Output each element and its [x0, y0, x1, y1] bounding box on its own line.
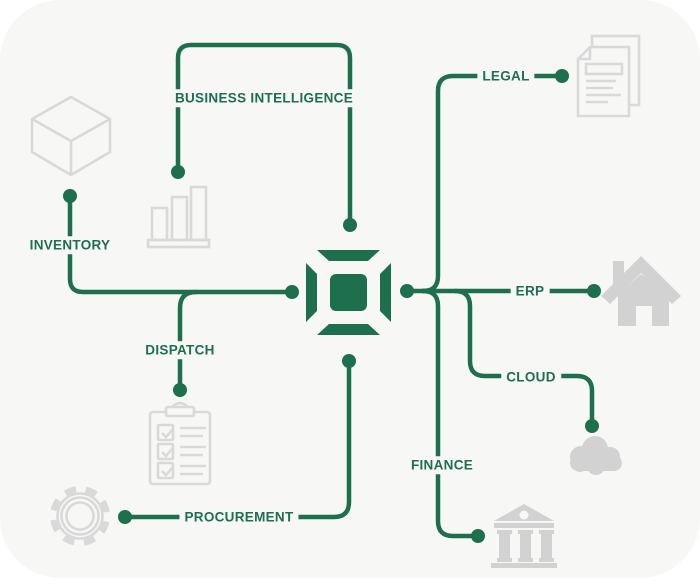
node-label-dispatch: DISPATCH	[140, 341, 220, 359]
connector-finance	[420, 288, 481, 539]
connector-inventory	[67, 193, 295, 295]
clipboard-checklist-icon	[148, 401, 212, 486]
dot-hub-left	[285, 285, 299, 299]
documents-icon	[576, 34, 641, 118]
node-label-business-intelligence: BUSINESS INTELLIGENCE	[169, 89, 359, 107]
connector-cloud	[452, 288, 595, 429]
dot-legal	[555, 69, 569, 83]
dot-hub-bottom	[342, 354, 356, 368]
dot-hub-top	[343, 218, 357, 232]
dot-cloud	[585, 419, 599, 433]
node-label-legal: LEGAL	[477, 67, 535, 85]
connectors	[67, 42, 597, 539]
bank-icon	[491, 504, 557, 568]
cube-icon	[30, 95, 112, 177]
dot-hub-right	[400, 284, 414, 298]
dot-procurement	[118, 510, 132, 524]
bar-chart-icon	[146, 185, 211, 249]
node-label-cloud: CLOUD	[501, 368, 561, 386]
cloud-icon	[570, 436, 622, 475]
gear-icon	[50, 486, 110, 546]
connector-dispatch	[177, 289, 199, 393]
dot-business-intelligence	[171, 165, 185, 179]
connector-procurement	[122, 358, 352, 520]
connector-dots	[63, 69, 601, 543]
node-label-procurement: PROCUREMENT	[179, 508, 299, 526]
node-label-erp: ERP	[510, 282, 550, 300]
dot-dispatch	[173, 383, 187, 397]
dot-inventory	[63, 189, 77, 203]
dot-erp	[587, 284, 601, 298]
dot-finance	[471, 529, 485, 543]
house-icon	[601, 256, 681, 326]
connector-business-intelligence	[175, 42, 353, 228]
node-label-inventory: INVENTORY	[24, 236, 116, 254]
node-label-finance: FINANCE	[405, 456, 479, 474]
connector-legal	[420, 73, 565, 294]
integration-hub-icon	[306, 250, 391, 335]
